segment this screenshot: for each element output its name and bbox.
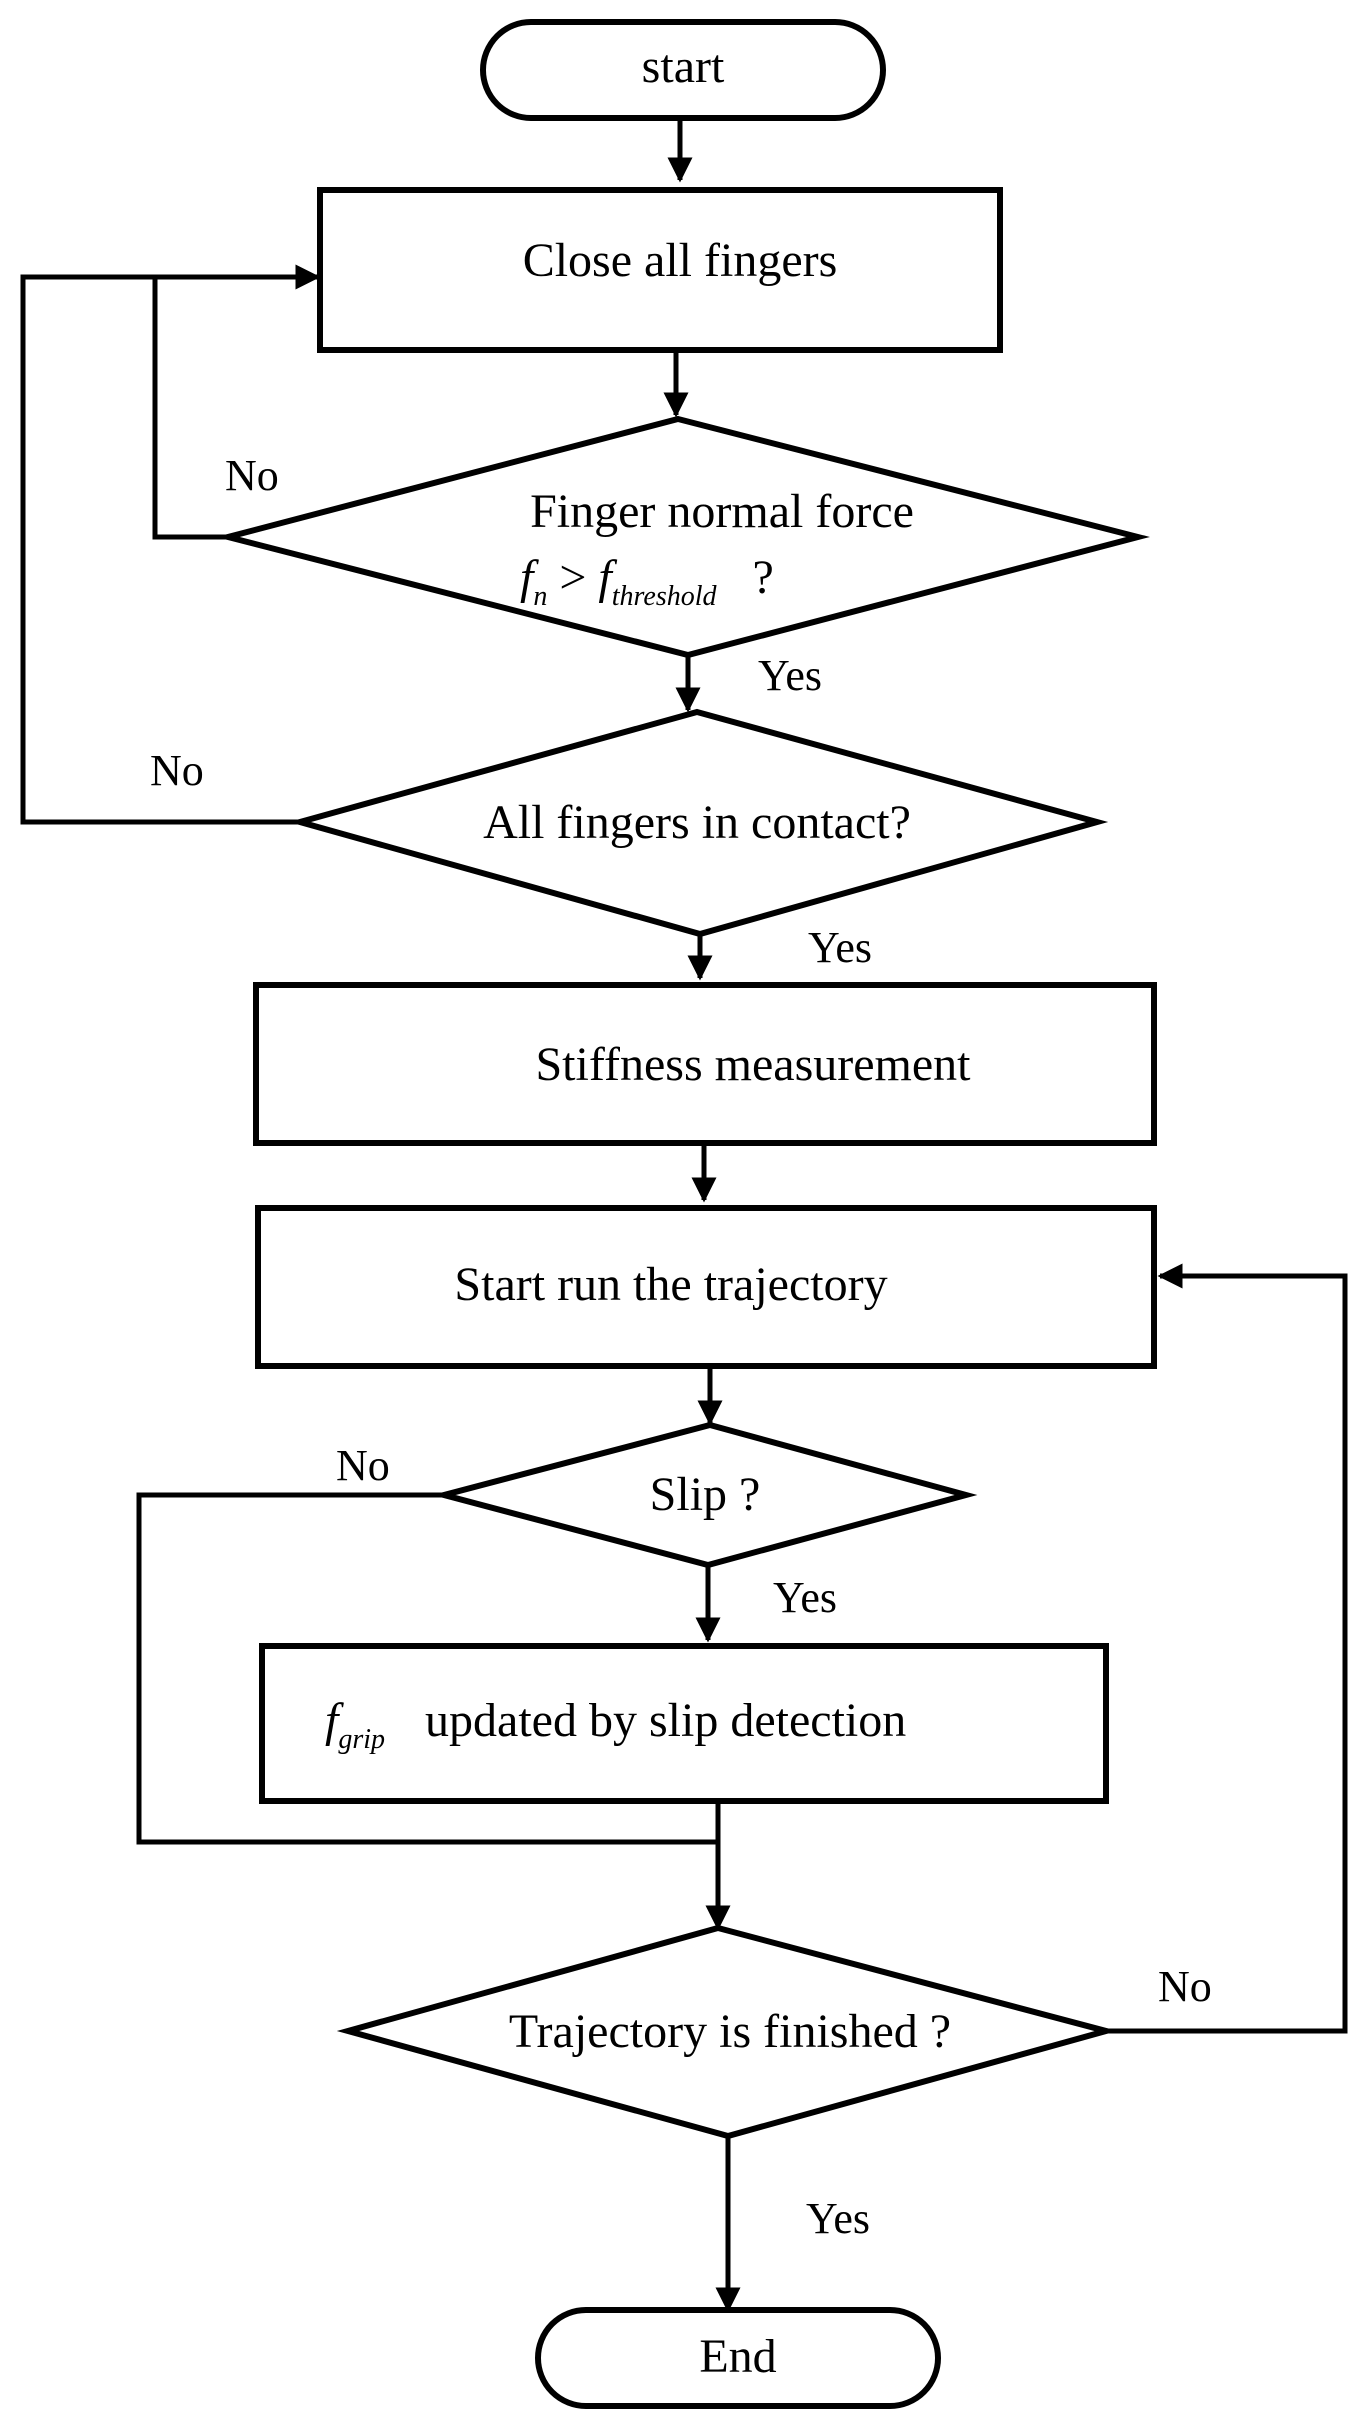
finished-label: Trajectory is finished ?	[509, 2005, 951, 2058]
label-yes-slip: Yes	[773, 1573, 837, 1622]
greater-than: >	[547, 551, 598, 604]
stiffness-process: Stiffness measurement	[253, 982, 1157, 1146]
label-yes-force: Yes	[758, 651, 822, 700]
normal-force-condition: fn > fthreshold?	[520, 551, 774, 612]
question-mark: ?	[753, 551, 774, 604]
contact-decision: All fingers in contact?	[288, 708, 1109, 938]
fthreshold-subscript: threshold	[612, 581, 718, 612]
connectors	[20, 118, 1348, 2313]
fn-subscript: n	[533, 581, 547, 612]
close-fingers-label: Close all fingers	[523, 234, 838, 287]
start-label: start	[642, 40, 725, 93]
run-trajectory-label: Start run the trajectory	[454, 1258, 887, 1311]
edge-contact-no-loop	[20, 274, 300, 825]
contact-label: All fingers in contact?	[483, 796, 911, 849]
edge-slip-no-bypass	[136, 1492, 718, 1845]
close-fingers-process: Close all fingers	[317, 187, 1003, 353]
normal-force-decision: Finger normal force fn > fthreshold?	[216, 415, 1150, 659]
end-node: End	[535, 2307, 941, 2409]
grip-update-text: updated by slip detection	[425, 1694, 906, 1747]
stiffness-label: Stiffness measurement	[535, 1038, 971, 1091]
label-yes-finished: Yes	[806, 2194, 870, 2243]
label-no-finished: No	[1158, 1962, 1212, 2011]
normal-force-line1: Finger normal force	[530, 485, 914, 538]
slip-label: Slip ?	[650, 1468, 761, 1521]
start-node: start	[480, 19, 886, 121]
edge-finished-no-loop	[1106, 1263, 1348, 2034]
label-no-slip: No	[336, 1441, 390, 1490]
end-label: End	[699, 2330, 776, 2383]
slip-decision: Slip ?	[432, 1421, 978, 1569]
finished-decision: Trajectory is finished ?	[336, 1924, 1118, 2140]
label-no-force: No	[225, 451, 279, 500]
fgrip-subscript: grip	[338, 1724, 385, 1755]
label-yes-contact: Yes	[808, 923, 872, 972]
edge-force-no-loop	[152, 264, 321, 540]
run-trajectory-process: Start run the trajectory	[255, 1205, 1157, 1369]
label-no-contact: No	[150, 746, 204, 795]
